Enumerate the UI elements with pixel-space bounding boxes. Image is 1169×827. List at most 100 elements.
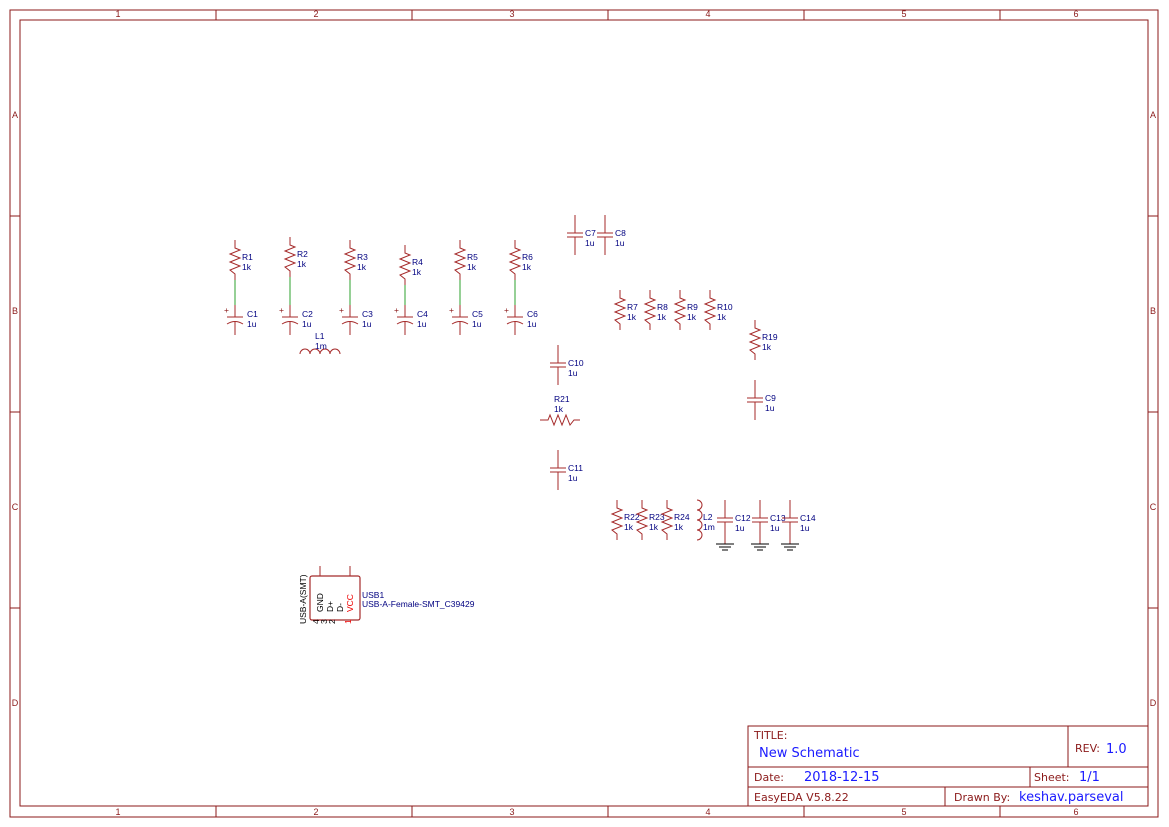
usb-pin-name: D- (335, 603, 345, 612)
component-ref: R9 (687, 302, 698, 312)
drawn-by-value: keshav.parseval (1019, 790, 1123, 805)
sheet-label: Sheet: (1034, 771, 1070, 784)
resistor-symbol (540, 413, 580, 427)
component-value: 1u (735, 523, 745, 533)
usb-pin-name: GND (315, 593, 325, 612)
row-label: A (1150, 110, 1156, 120)
resistor-symbol (635, 500, 649, 540)
component-value: 1u (568, 473, 578, 483)
component-ref: C1 (247, 309, 258, 319)
column-label: 5 (901, 807, 906, 817)
component-ref: R19 (762, 332, 778, 342)
drawn-by-label: Drawn By: (954, 791, 1010, 804)
column-label: 4 (705, 807, 710, 817)
title-block: TITLE: New Schematic REV: 1.0 Date: 2018… (747, 725, 1149, 807)
resistor-symbol (228, 240, 242, 280)
component-ref: C13 (770, 513, 786, 523)
component-ref: R8 (657, 302, 668, 312)
component-value: 1m (315, 341, 327, 351)
component-ref: C6 (527, 309, 538, 319)
plus-sign: + (339, 305, 344, 315)
resistor-symbol (283, 237, 297, 277)
inner-border (19, 19, 1149, 807)
component-ref: C12 (735, 513, 751, 523)
component-value: 1k (412, 267, 422, 277)
ground-icon (781, 543, 799, 551)
component-value: 1k (624, 522, 634, 532)
resistor-symbol (748, 320, 762, 360)
component-ref: R22 (624, 512, 640, 522)
plus-sign: + (224, 305, 229, 315)
component-ref: C4 (417, 309, 428, 319)
row-label: B (1150, 306, 1156, 316)
software-version: EasyEDA V5.8.22 (754, 791, 849, 804)
usb-connector[interactable]: USB-A(SMT) GND D+ D- VCC 4 3 2 1 USB1 US… (298, 566, 475, 624)
date-value: 2018-12-15 (804, 770, 880, 785)
component-ref: R7 (627, 302, 638, 312)
ground-icon (751, 543, 769, 551)
column-label: 6 (1073, 807, 1078, 817)
component-ref: C2 (302, 309, 313, 319)
schematic-title: New Schematic (759, 746, 860, 761)
row-label: D (1150, 698, 1157, 708)
component-value: 1k (554, 404, 564, 414)
component-value: 1k (522, 262, 532, 272)
component-value: 1u (765, 403, 775, 413)
component-ref: R5 (467, 252, 478, 262)
component-value: 1k (627, 312, 637, 322)
inductor-symbol (696, 499, 703, 541)
column-label: 5 (901, 9, 906, 19)
component-ref: R10 (717, 302, 733, 312)
resistor-symbol (673, 290, 687, 330)
component-ref: C3 (362, 309, 373, 319)
column-label: 1 (115, 807, 120, 817)
component-value: 1k (717, 312, 727, 322)
usb-pin-number: 4 (311, 619, 321, 624)
usb-pin-number: 3 (319, 619, 329, 624)
column-label: 1 (115, 9, 120, 19)
component-value: 1k (357, 262, 367, 272)
rev-value: 1.0 (1106, 742, 1127, 757)
component-ref: C10 (568, 358, 584, 368)
component-value: 1u (362, 319, 372, 329)
component-value: 1k (687, 312, 697, 322)
component-value: 1k (657, 312, 667, 322)
rev-label: REV: (1075, 742, 1100, 755)
component-ref: C11 (568, 463, 583, 473)
resistor-symbol (398, 245, 412, 285)
component-ref: R21 (554, 394, 570, 404)
date-label: Date: (754, 771, 784, 784)
